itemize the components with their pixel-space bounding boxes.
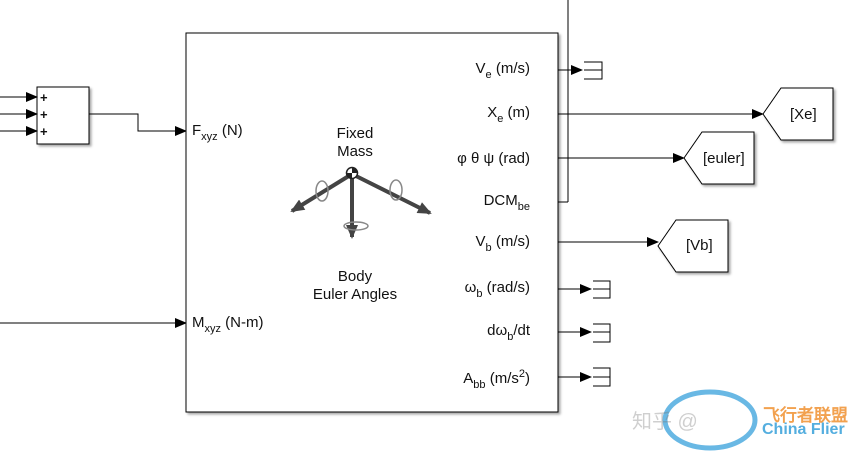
- port-label-vb: Vb (m/s): [475, 233, 530, 254]
- port-label-mxyz: Mxyz (N-m): [192, 314, 264, 335]
- sum-sign-3: +: [40, 124, 48, 139]
- terminator-ve[interactable]: [584, 61, 603, 80]
- port-label-dcm: DCMbe: [483, 192, 530, 213]
- goto-euler[interactable]: [683, 131, 755, 185]
- port-label-wb: ωb (rad/s): [464, 279, 530, 300]
- sum-sign-2: +: [40, 107, 48, 122]
- goto-vb-label: [Vb]: [686, 237, 713, 254]
- watermark-brand-cn: 飞行者联盟: [763, 406, 848, 425]
- terminator-abb[interactable]: [593, 367, 611, 387]
- goto-xe-label: [Xe]: [790, 106, 817, 123]
- port-label-fxyz: Fxyz (N): [192, 122, 243, 143]
- sum-block[interactable]: [36, 86, 90, 145]
- force-signal-line[interactable]: [89, 113, 187, 136]
- goto-vb[interactable]: [657, 219, 729, 273]
- terminator-dwb[interactable]: [593, 323, 611, 343]
- terminator-wb[interactable]: [593, 280, 611, 299]
- goto-xe[interactable]: [762, 87, 834, 141]
- watermark-zhihu: 知乎 @: [632, 411, 698, 433]
- sum-sign-1: +: [40, 90, 48, 105]
- port-label-xe: Xe (m): [487, 104, 530, 125]
- watermark-brand-en: China Flier: [762, 421, 845, 438]
- port-label-abb: Abb (m/s2): [463, 368, 530, 391]
- 6dof-block[interactable]: [185, 32, 559, 413]
- port-label-euler: φ θ ψ (rad): [457, 150, 530, 167]
- port-label-dwb: dωb/dt: [487, 322, 530, 343]
- watermark-logo: [662, 389, 758, 451]
- port-label-ve: Ve (m/s): [475, 60, 530, 81]
- goto-euler-label: [euler]: [703, 150, 745, 167]
- body-axes-icon: [290, 166, 432, 239]
